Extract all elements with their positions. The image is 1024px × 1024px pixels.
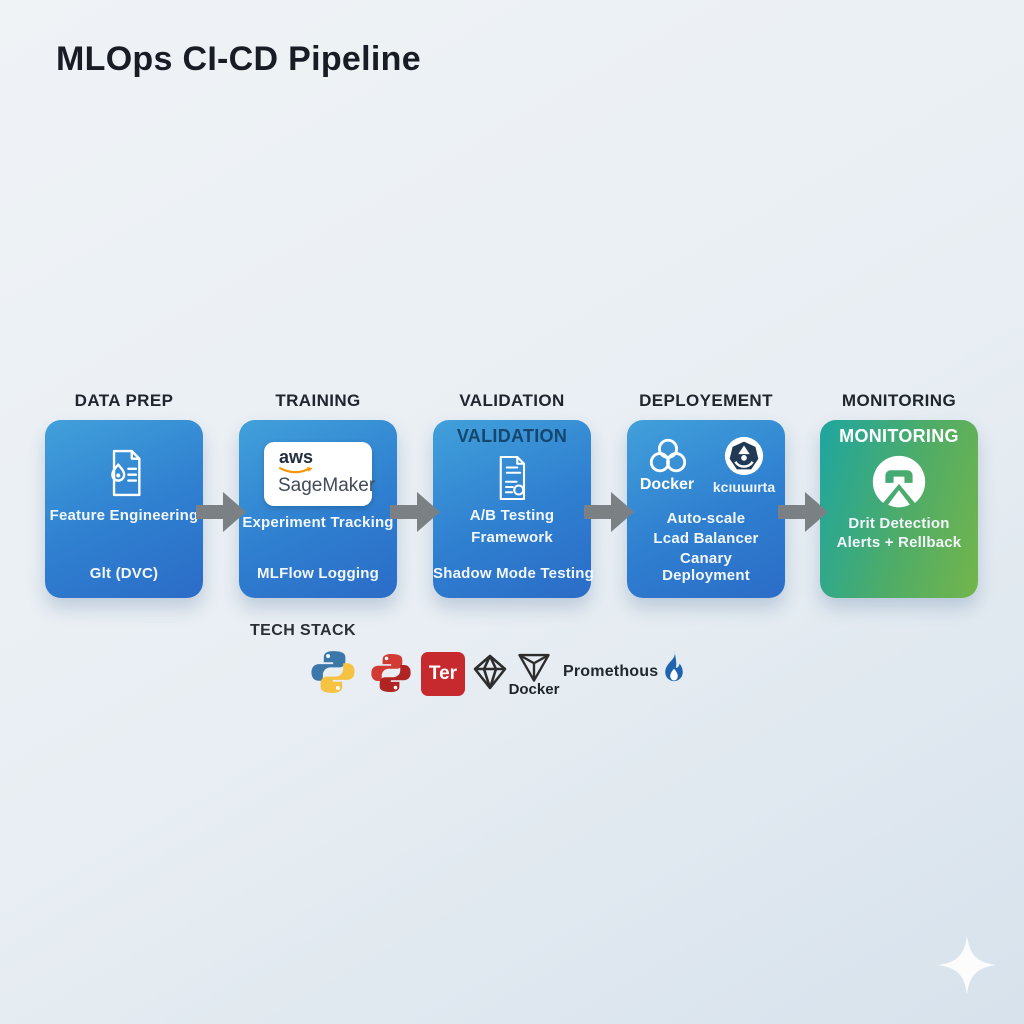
- flow-arrow-icon: [584, 492, 634, 532]
- stage-data-prep: DATA PREP Feature Engineering Glt (DVC): [45, 391, 203, 598]
- flow-arrow-icon: [196, 492, 246, 532]
- document-check-icon: [499, 455, 526, 501]
- aws-smile-icon: [279, 466, 313, 474]
- deployment-card: Docker kcıuɯırta Auto-scale Lcad Balance…: [627, 420, 785, 598]
- flow-arrow-icon: [778, 492, 828, 532]
- docker-trefoil-icon: [649, 438, 687, 473]
- python-icon: [311, 651, 355, 693]
- card-line: Experiment Tracking: [242, 514, 394, 531]
- terraform-badge: Ter: [421, 652, 465, 696]
- stage-label-training: TRAINING: [275, 391, 361, 410]
- card-line: MLFlow Logging: [257, 565, 379, 582]
- docker-label: Docker: [639, 476, 695, 493]
- card-line: Alerts + Rellback: [836, 534, 962, 551]
- prometheus-label: Promethous: [563, 663, 659, 680]
- sparkle-icon: [937, 935, 997, 995]
- stage-deployment: DEPLOYEMENT Docker kcıuɯırta Auto-scale …: [627, 391, 785, 598]
- docker-outline-icon: [518, 653, 550, 682]
- document-pen-icon: [111, 449, 141, 497]
- stage-label-data-prep: DATA PREP: [74, 391, 174, 410]
- card-line: Glt (DVC): [89, 565, 159, 582]
- gem-icon: [473, 654, 507, 690]
- aws-logo-text: aws: [279, 447, 314, 467]
- card-line: A/B Testing: [469, 507, 555, 524]
- card-line: Lcad Balancer: [653, 530, 759, 547]
- tech-stack-title: TECH STACK: [250, 622, 356, 639]
- stage-label-monitoring: MONITORING: [841, 391, 957, 410]
- validation-card-header: VALIDATION: [456, 426, 568, 446]
- flame-icon: [665, 650, 683, 682]
- stage-label-validation: VALIDATION: [459, 391, 565, 410]
- stage-monitoring: MONITORING MONITORING Drit Detection Ale…: [820, 391, 978, 598]
- training-card: aws SageMaker Experiment Tracking MLFlow…: [239, 420, 397, 598]
- data-prep-card: Feature Engineering Glt (DVC): [45, 420, 203, 598]
- card-line: Shadow Mode Testing: [433, 565, 595, 582]
- stage-label-deployment: DEPLOYEMENT: [639, 391, 773, 410]
- card-line: Drit Detection: [848, 515, 950, 532]
- page-title: MLOps CI-CD Pipeline: [56, 40, 421, 78]
- stage-validation: VALIDATION VALIDATION A/B Testing Framew…: [433, 391, 595, 598]
- card-line: Framework: [471, 529, 553, 546]
- card-line: Deployment: [662, 567, 750, 584]
- red-python-icon: [371, 653, 411, 693]
- flow-arrow-icon: [390, 492, 440, 532]
- card-line: Feature Engineering: [49, 507, 199, 524]
- sagemaker-logo-text: SageMaker: [278, 475, 376, 496]
- validation-card: VALIDATION A/B Testing Framework Shadow …: [433, 420, 595, 598]
- monitoring-card: MONITORING Drit Detection Alerts + Rellb…: [820, 420, 978, 598]
- card-line: Auto-scale: [666, 510, 746, 527]
- stage-training: TRAINING aws SageMaker Experiment Tracki…: [239, 391, 397, 598]
- kubernetes-icon: [724, 436, 764, 476]
- kubernetes-label: kcıuɯırta: [712, 479, 776, 495]
- docker-tech-label: Docker: [508, 681, 560, 698]
- aws-sagemaker-badge: aws SageMaker: [264, 442, 376, 506]
- card-line: Canary: [679, 550, 733, 567]
- monitoring-card-header: MONITORING: [839, 426, 959, 446]
- monitoring-gauge-icon: [872, 455, 926, 509]
